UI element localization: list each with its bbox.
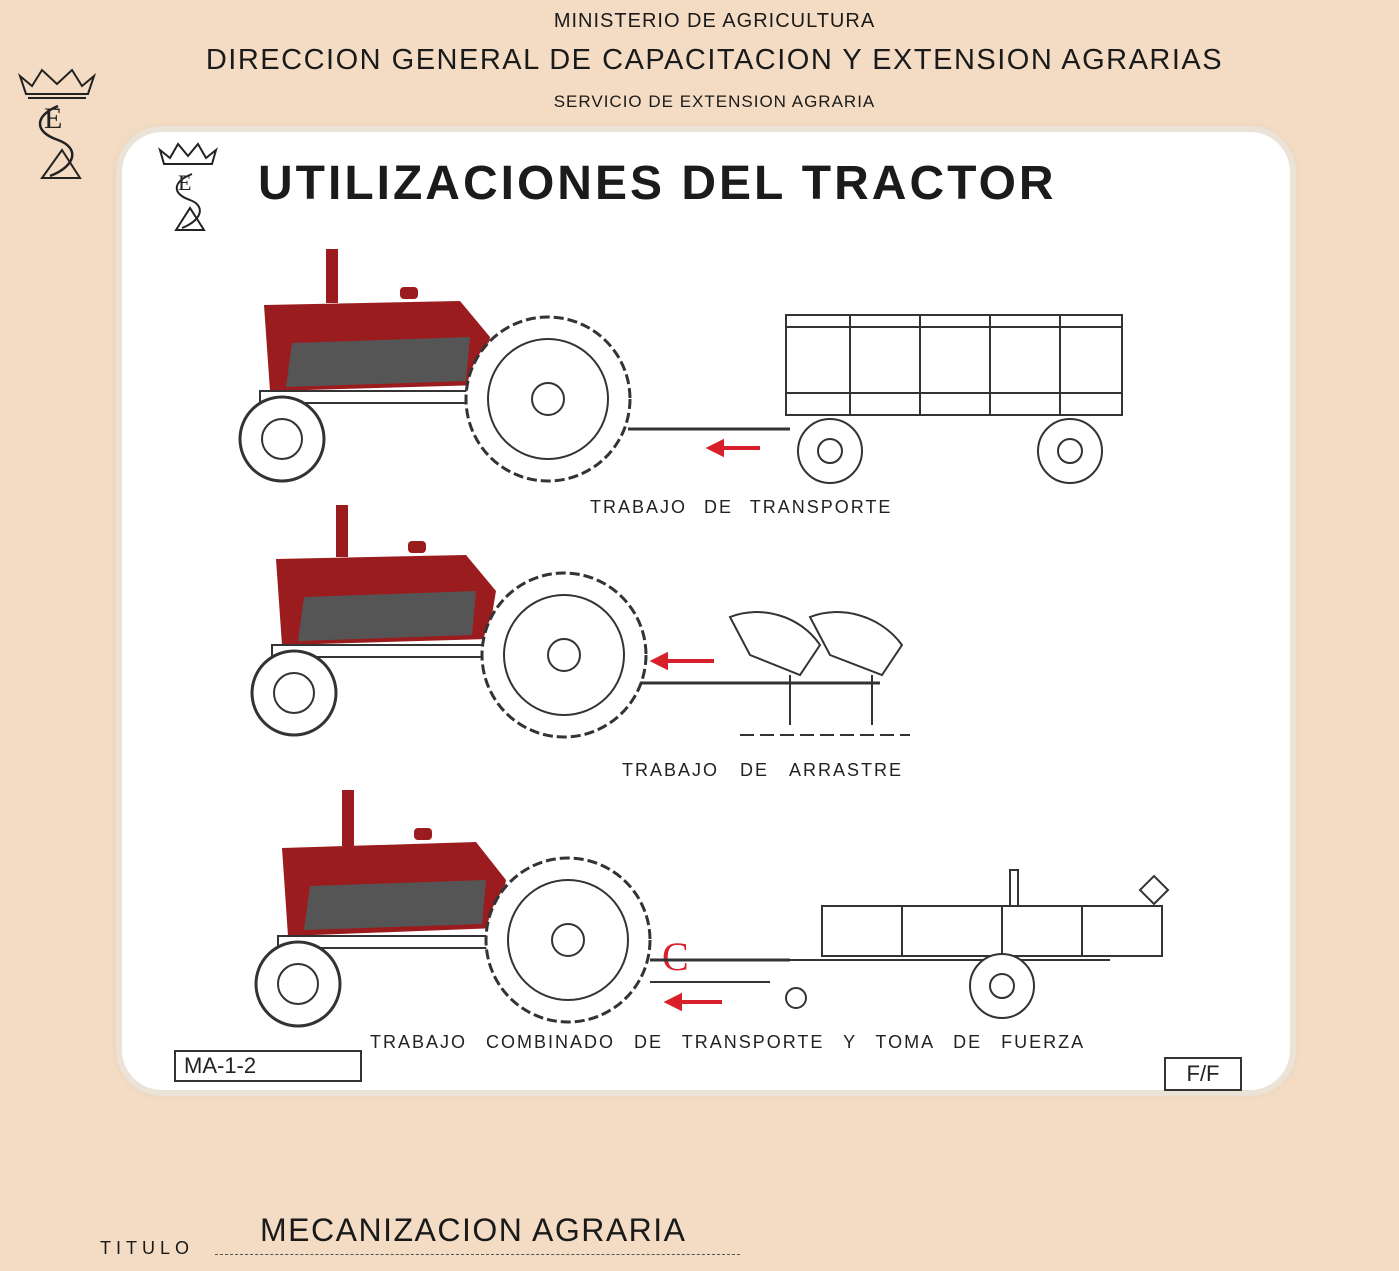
rotation-icon: C xyxy=(662,934,689,979)
directorate-title: DIRECCION GENERAL DE CAPACITACION Y EXTE… xyxy=(205,44,1224,76)
tractor-icon xyxy=(238,249,632,483)
arrow-left-icon xyxy=(663,992,722,1012)
card-title: UTILIZACIONES DEL TRACTOR xyxy=(258,157,1057,210)
crown-monogram-icon: E xyxy=(158,142,218,231)
title-value: MECANIZACION AGRARIA xyxy=(260,1212,687,1248)
service-title: SERVICIO DE EXTENSION AGRARIA xyxy=(553,92,876,111)
title-underline xyxy=(215,1254,740,1255)
title-label: TITULO xyxy=(100,1238,195,1258)
ministry-title: MINISTERIO DE AGRICULTURA xyxy=(553,10,876,32)
ff-mark: F/F xyxy=(1164,1057,1242,1091)
caption-combined: TRABAJO COMBINADO DE TRANSPORTE Y TOMA D… xyxy=(370,1032,1086,1052)
crown-monogram-icon: E xyxy=(17,68,97,179)
arrow-left-icon xyxy=(705,438,760,458)
tractor-icon xyxy=(254,790,652,1028)
transport-scene xyxy=(238,249,1123,484)
plow-icon xyxy=(728,611,910,736)
arrow-left-icon xyxy=(649,651,714,671)
pto-trailer-icon xyxy=(785,869,1170,1019)
slide-code: MA-1-2 xyxy=(174,1050,362,1082)
drag-scene xyxy=(250,505,910,739)
trailer-icon xyxy=(785,314,1123,484)
tractor-icon xyxy=(250,505,648,739)
caption-transport: TRABAJO DE TRANSPORTE xyxy=(590,497,893,517)
caption-drag: TRABAJO DE ARRASTRE xyxy=(622,760,904,780)
combined-scene: C xyxy=(254,790,1170,1028)
